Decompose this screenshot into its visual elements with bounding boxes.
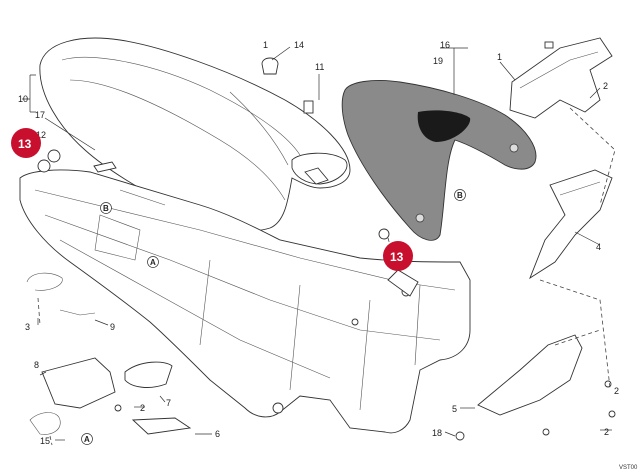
callout-5: 5: [452, 404, 457, 414]
callout-8: 8: [34, 360, 39, 370]
callout-19: 19: [433, 56, 443, 66]
highlight-badge-right-label: 13: [390, 250, 404, 264]
callout-6: 6: [215, 429, 220, 439]
marker-b-right: B: [457, 191, 463, 200]
callout-3: 3: [25, 322, 30, 332]
callout-labels: 1 14 11 10 17 12 16 19 1 2 4 3 9 8 15 2 …: [18, 40, 619, 446]
highlight-badge-left: [11, 128, 41, 158]
callout-2-top: 2: [603, 81, 608, 91]
callout-15: 15: [40, 436, 50, 446]
assembly-lines: [37, 107, 616, 446]
callout-9: 9: [110, 322, 115, 332]
subframe-part: [19, 169, 471, 434]
callout-11: 11: [315, 62, 324, 72]
callout-17: 17: [35, 110, 45, 120]
callout-14: 14: [294, 40, 304, 50]
mounting-bracket-part: [509, 37, 613, 119]
callout-12: 12: [36, 130, 46, 140]
callout-16: 16: [440, 40, 450, 50]
figure-code: VST00: [619, 465, 638, 471]
leader-lines: [22, 46, 612, 441]
highlight-badges: 13 13: [11, 128, 413, 271]
highlight-badge-left-label: 13: [18, 137, 32, 151]
callout-18: 18: [432, 428, 442, 438]
marker-b-left: B: [103, 204, 109, 213]
marker-a-bottom: A: [84, 435, 90, 444]
side-panel-part: [529, 169, 613, 280]
callout-7: 7: [166, 398, 171, 408]
callout-2-bottom: 2: [604, 427, 609, 437]
tail-cover-part: [341, 79, 537, 241]
seat-part: [39, 37, 351, 232]
callout-2-left: 2: [140, 403, 145, 413]
callout-2-right: 2: [614, 386, 619, 396]
highlight-badge-right: [383, 241, 413, 271]
callout-1: 1: [263, 40, 268, 50]
callout-1-bracket: 1: [497, 52, 502, 62]
callout-4: 4: [596, 242, 601, 252]
lower-panel-part: [477, 334, 583, 416]
marker-a-frame: A: [150, 258, 156, 267]
small-parts: [26, 57, 616, 441]
callout-10: 10: [18, 94, 28, 104]
reference-markers: B B A A: [81, 189, 466, 445]
